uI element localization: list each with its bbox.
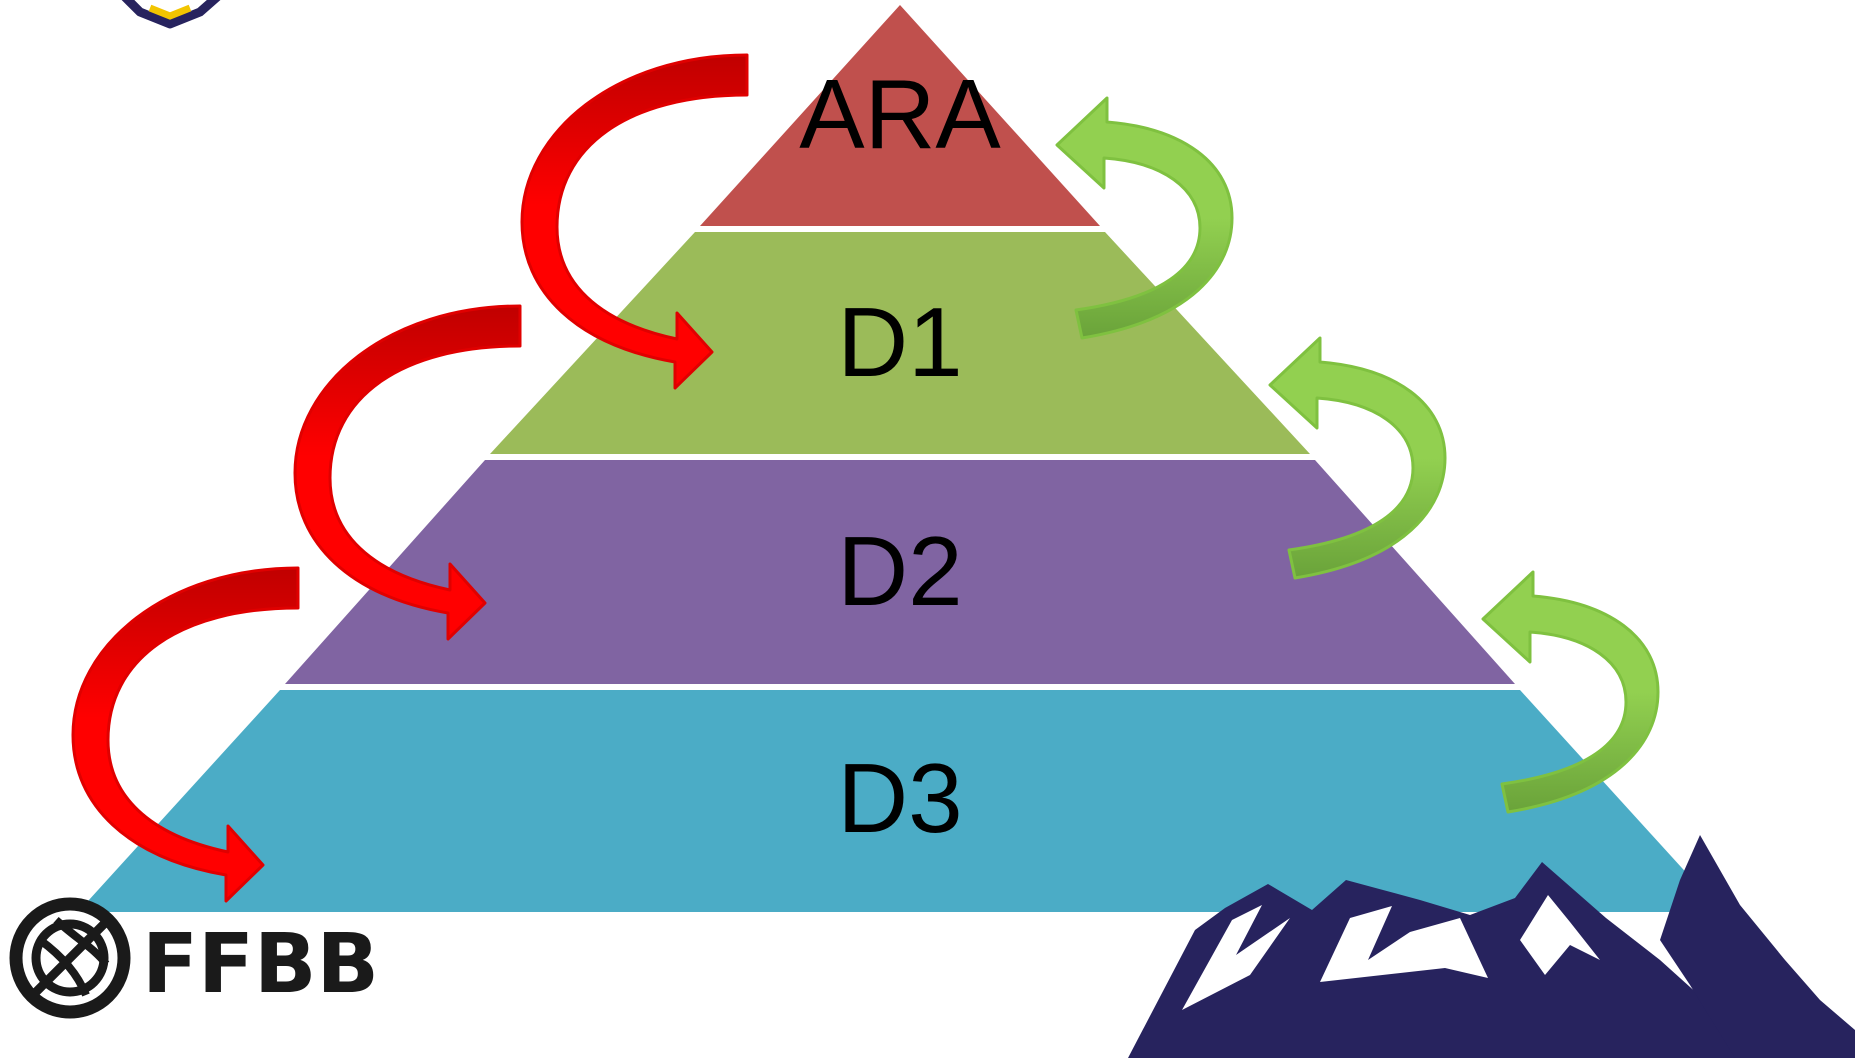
ffbb-logo-text: FFBB	[142, 917, 379, 1012]
tier-d2	[285, 460, 1515, 684]
mountain-logo	[1128, 835, 1855, 1058]
tier-d2-label: D2	[837, 516, 962, 626]
tier-ara	[700, 5, 1100, 226]
pyramid	[78, 5, 1722, 912]
tier-d1-label: D1	[837, 287, 962, 397]
tier-d1	[490, 232, 1310, 454]
tier-ara-label: ARA	[799, 59, 1001, 169]
ffbb-logo: FFBB	[9, 897, 379, 1019]
tier-d3-label: D3	[837, 743, 962, 853]
shield-emblem-icon	[121, 0, 221, 29]
basketball-icon	[9, 897, 131, 1019]
tier-d3	[78, 690, 1722, 912]
